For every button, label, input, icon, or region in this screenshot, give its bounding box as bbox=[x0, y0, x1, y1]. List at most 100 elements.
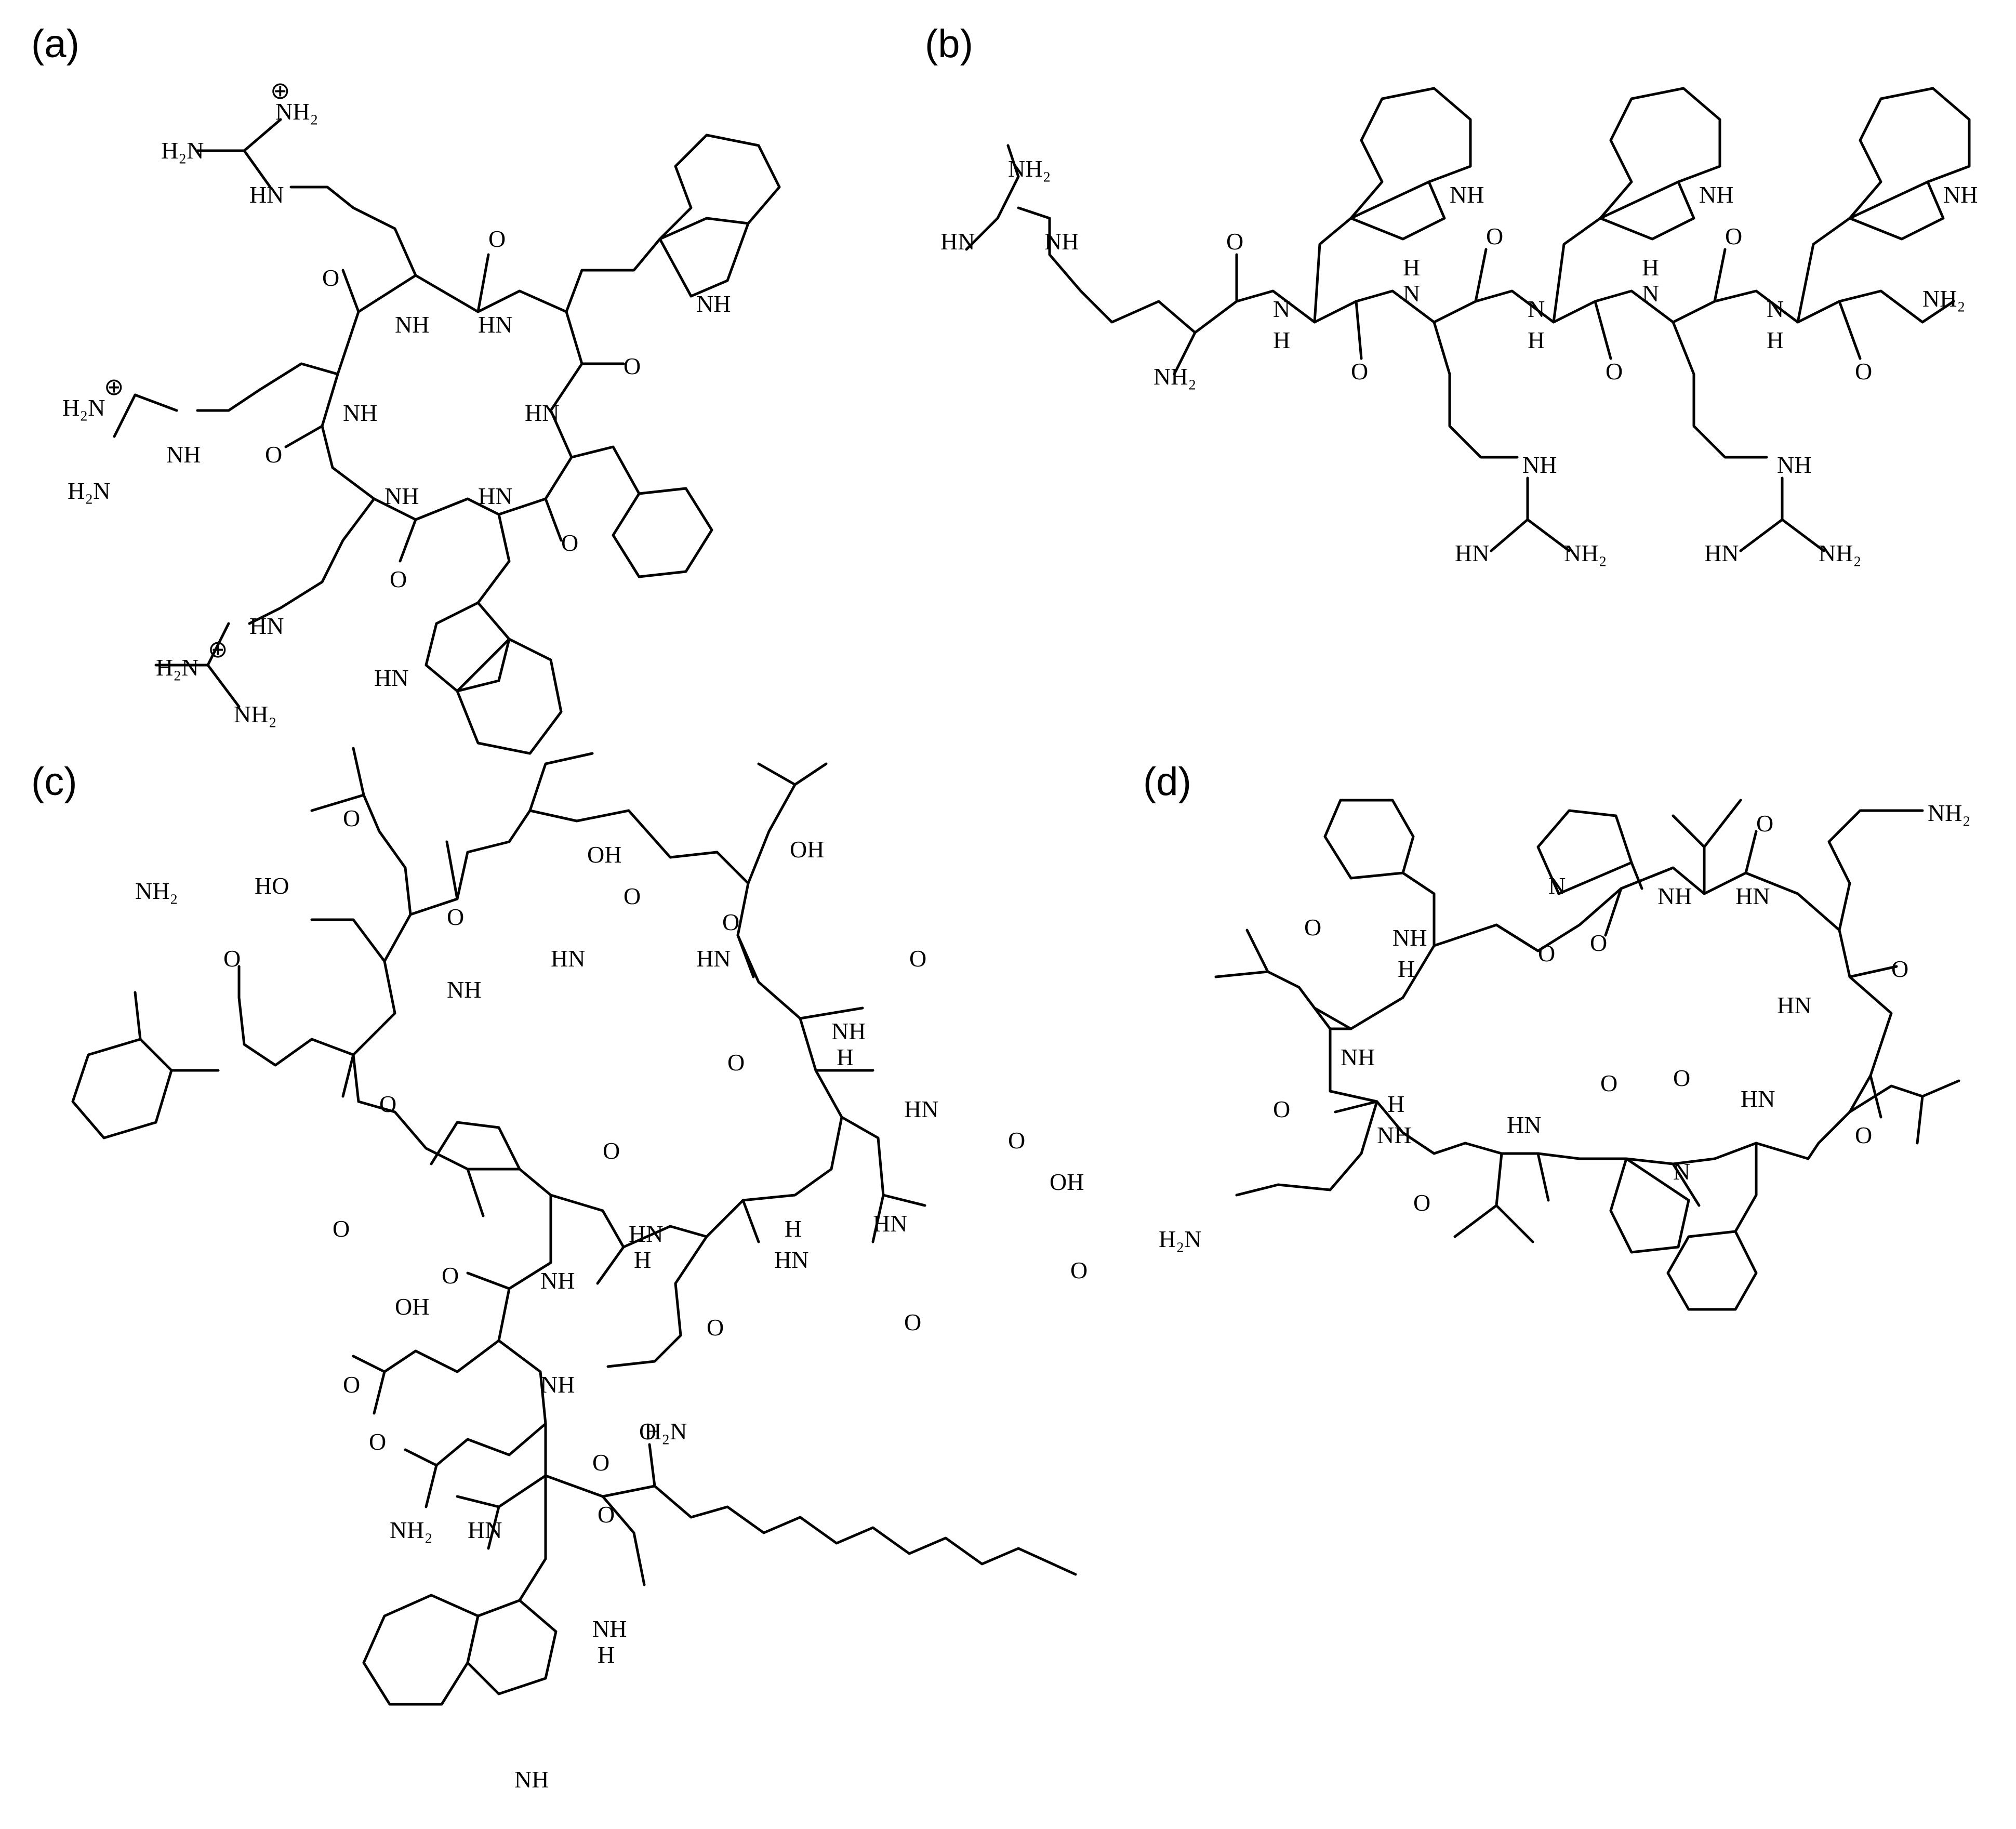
atom-nh: NH bbox=[540, 1371, 575, 1398]
atom-hn: HN bbox=[873, 1210, 907, 1237]
atom-n: N bbox=[1548, 872, 1566, 899]
atom-o: O bbox=[639, 1418, 656, 1444]
atom-nh2: NH₂ bbox=[1819, 540, 1861, 566]
atom-h2n: H₂N bbox=[62, 394, 105, 421]
atom-plus: ⊕ bbox=[270, 77, 290, 104]
atom-nh: NH bbox=[343, 400, 377, 426]
atom-o: O bbox=[379, 1091, 396, 1117]
molecule-d bbox=[1214, 799, 1960, 1311]
atom-nh: NH bbox=[1450, 181, 1484, 208]
atom-nh: NH bbox=[1657, 883, 1692, 909]
atom-nh: NH bbox=[1522, 452, 1557, 478]
atom-nh: NH bbox=[831, 1018, 866, 1044]
atom-o: O bbox=[333, 1215, 350, 1242]
atom-o: O bbox=[603, 1137, 620, 1164]
atom-nh: NH bbox=[1044, 228, 1079, 255]
atom-o: O bbox=[1070, 1257, 1087, 1283]
atom-hn: HN bbox=[249, 613, 284, 639]
atom-n: N bbox=[1767, 296, 1784, 322]
atom-o: O bbox=[1606, 358, 1623, 385]
atom-nh: NH bbox=[696, 290, 731, 317]
atom-nh: NH bbox=[592, 1615, 627, 1642]
atom-h: H bbox=[1642, 254, 1659, 281]
atom-nh2: NH₂ bbox=[1564, 540, 1607, 566]
atom-hn: HN bbox=[1704, 540, 1739, 566]
molecule-b bbox=[965, 87, 1971, 552]
atom-oh: OH bbox=[587, 841, 621, 868]
atom-nh: NH bbox=[1377, 1122, 1411, 1148]
atom-o: O bbox=[722, 909, 739, 935]
atom-h: H bbox=[1398, 956, 1415, 982]
atom-h: H bbox=[1273, 327, 1290, 353]
atom-hn: HN bbox=[478, 311, 512, 338]
atom-o: O bbox=[598, 1501, 615, 1528]
atom-o: O bbox=[707, 1314, 724, 1341]
atoms-c: O HO OH O OH O O NH₂ O NH HN HN O NH H O… bbox=[135, 805, 1087, 1793]
atom-o: O bbox=[1855, 358, 1872, 385]
atom-nh: NH bbox=[1943, 181, 1978, 208]
atom-hn: HN bbox=[551, 945, 585, 972]
atoms-a: ⊕ NH₂ H₂N HN O O NH HN NH O NH HN ⊕ H₂N … bbox=[62, 77, 731, 727]
atom-hn: HN bbox=[940, 228, 975, 255]
atom-nh: NH bbox=[1777, 452, 1811, 478]
atom-h2n: H₂N bbox=[1159, 1226, 1201, 1252]
atom-h: H bbox=[598, 1641, 615, 1668]
atom-hn: HN bbox=[1455, 540, 1489, 566]
atom-nh: NH bbox=[447, 976, 481, 1003]
atom-hn: HN bbox=[1735, 883, 1770, 909]
atom-hn: HN bbox=[249, 181, 284, 208]
atom-nh: NH bbox=[166, 441, 201, 468]
atom-nh: NH bbox=[514, 1766, 549, 1793]
atom-o: O bbox=[1226, 228, 1243, 255]
panel-label-c: (c) bbox=[31, 760, 77, 804]
atom-h: H bbox=[634, 1247, 651, 1273]
atom-hn: HN bbox=[525, 400, 559, 426]
molecule-c bbox=[71, 747, 1077, 1706]
atom-h: H bbox=[837, 1044, 854, 1070]
atom-o: O bbox=[904, 1309, 921, 1335]
atom-o: O bbox=[624, 883, 641, 909]
atom-o: O bbox=[442, 1262, 459, 1289]
atom-o: O bbox=[265, 441, 282, 468]
atom-o: O bbox=[561, 529, 578, 556]
atom-nh2: NH₂ bbox=[1008, 155, 1051, 182]
atom-h: H bbox=[1387, 1091, 1404, 1117]
atom-hn: HN bbox=[774, 1247, 808, 1273]
atom-o: O bbox=[1273, 1096, 1290, 1122]
atom-nh: NH bbox=[1699, 181, 1733, 208]
atom-n: N bbox=[1673, 1158, 1690, 1185]
atom-n: N bbox=[1642, 280, 1659, 307]
atom-nh: NH bbox=[540, 1267, 575, 1294]
atoms-d: N O O NH O HN NH₂ NH H O O HN NH O HN O … bbox=[1159, 800, 1970, 1252]
atom-hn: HN bbox=[478, 483, 512, 509]
atom-h2n: H₂N bbox=[161, 137, 204, 164]
atom-ho: HO bbox=[255, 872, 289, 899]
atom-nh2: NH₂ bbox=[234, 701, 276, 727]
atom-nh2: NH₂ bbox=[275, 98, 318, 125]
atom-nh2: NH₂ bbox=[1928, 800, 1970, 826]
atom-o: O bbox=[592, 1449, 609, 1476]
atom-o: O bbox=[447, 904, 464, 930]
atom-o: O bbox=[1756, 810, 1773, 837]
atom-o: O bbox=[390, 566, 407, 592]
atom-o: O bbox=[322, 264, 339, 291]
atom-o: O bbox=[1673, 1065, 1690, 1091]
atom-o: O bbox=[1600, 1070, 1617, 1096]
atom-o: O bbox=[223, 945, 241, 972]
atom-o: O bbox=[909, 945, 926, 972]
atom-nh: NH bbox=[1392, 924, 1427, 951]
atom-hn: HN bbox=[468, 1517, 502, 1543]
atom-hn: HN bbox=[374, 665, 408, 691]
atom-o: O bbox=[1891, 956, 1908, 982]
atom-o: O bbox=[727, 1049, 745, 1076]
atom-o: O bbox=[369, 1428, 386, 1455]
panel-label-a: (a) bbox=[31, 22, 79, 66]
atom-h: H bbox=[1767, 327, 1784, 353]
atom-o: O bbox=[488, 226, 506, 252]
atom-o: O bbox=[1413, 1189, 1430, 1216]
atom-oh: OH bbox=[1050, 1169, 1084, 1195]
atom-o: O bbox=[1855, 1122, 1872, 1148]
atom-nh2: NH₂ bbox=[1922, 285, 1965, 312]
molecule-a bbox=[113, 118, 781, 755]
